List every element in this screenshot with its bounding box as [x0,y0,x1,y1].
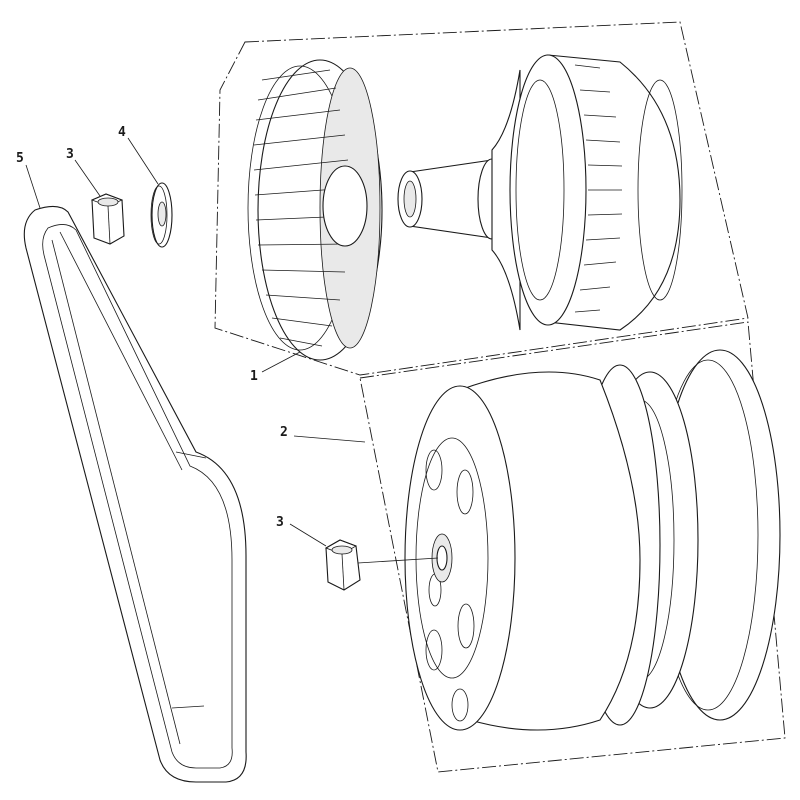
callout-4: 4 [118,125,126,140]
leader-lines [25,137,439,564]
callout-3-top: 3 [66,147,74,162]
callout-2: 2 [280,425,288,440]
hex-nut-bottom [325,539,361,591]
hex-nut-top [90,193,125,245]
callout-1: 1 [250,369,258,384]
drive-sleeve [397,158,507,240]
washer [150,182,173,248]
movable-drive-sheave [491,54,683,331]
assembly-2-boundary [359,321,786,773]
drive-belt [23,205,247,783]
drive-fan-pulley [247,59,383,361]
assembly-1-boundary [214,21,749,376]
callout-3-bottom: 3 [276,515,284,530]
clutch-bell-driven-pulley [404,349,781,731]
callout-5: 5 [16,151,24,166]
